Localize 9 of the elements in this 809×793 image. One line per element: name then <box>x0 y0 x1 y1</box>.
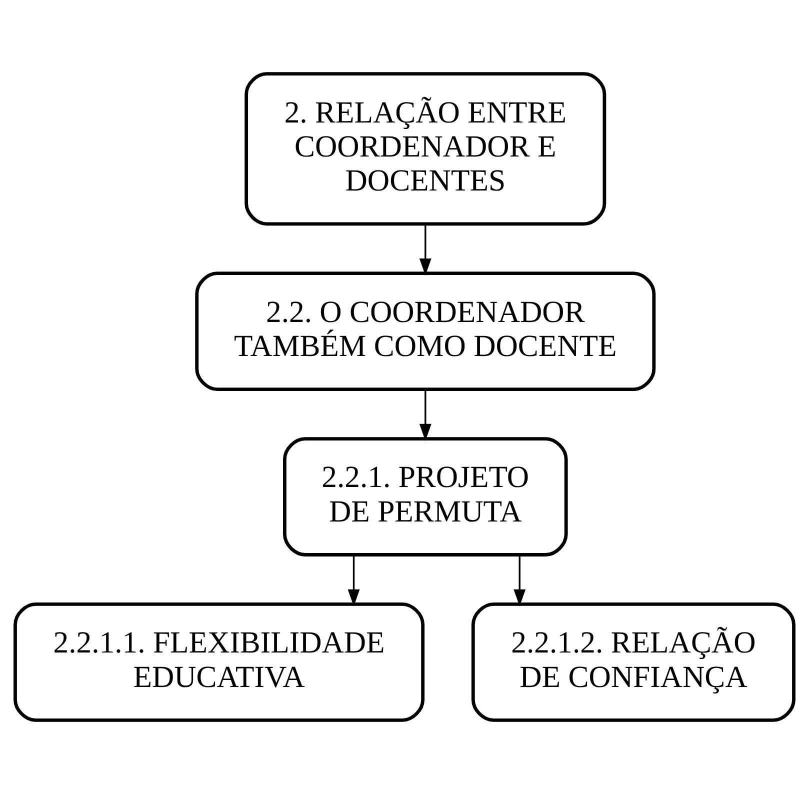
node-box: 2.2.1. PROJETO DE PERMUTA <box>283 436 568 556</box>
node-box: 2. RELAÇÃO ENTRE COORDENADOR E DOCENTES <box>244 72 606 226</box>
arrow <box>514 554 526 606</box>
arrow <box>348 554 360 606</box>
node-box: 2.2.1.1. FLEXIBILIDADE EDUCATIVA <box>14 602 425 722</box>
node-box: 2.2.1.2. RELAÇÃO DE CONFIANÇA <box>471 602 796 722</box>
arrow <box>419 224 432 276</box>
node-box: 2.2. O COORDENADOR TAMBÉM COMO DOCENTE <box>195 271 656 391</box>
arrow <box>419 389 432 440</box>
